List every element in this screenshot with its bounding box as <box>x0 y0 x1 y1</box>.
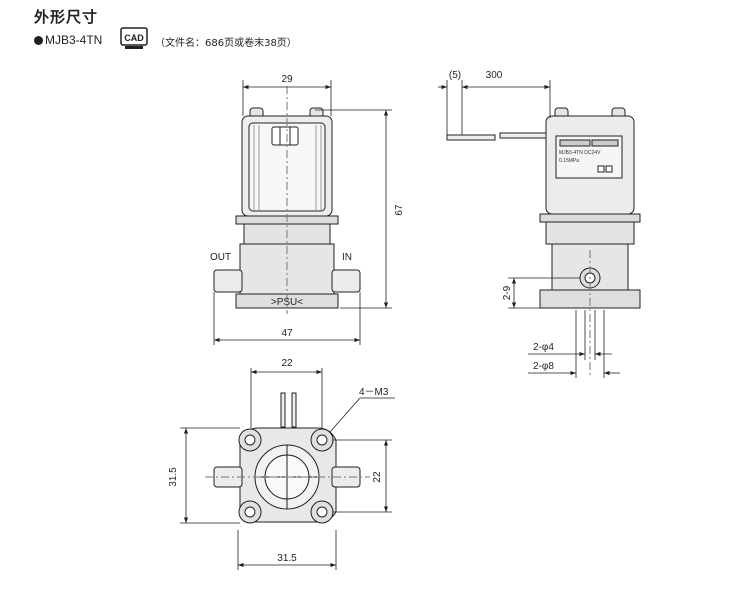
dim-screw: 4－M3 <box>359 387 389 398</box>
front-view <box>213 86 361 314</box>
dim-bottom-left: 31.5 <box>168 467 179 487</box>
side-lead-wire-1 <box>446 134 496 141</box>
dim-bottom-right: 22 <box>372 471 383 483</box>
side-view <box>446 107 641 375</box>
dim-port-height: 2-9 <box>502 285 513 300</box>
cad-icon[interactable]: CAD <box>120 27 148 51</box>
bullet-icon <box>34 36 43 45</box>
front-port-out <box>213 269 243 293</box>
nameplate-line2: 0.15MPa <box>559 158 579 164</box>
cad-file-note: （文件名：686页或卷末38页） <box>155 38 297 49</box>
dim-front-width-top: 29 <box>281 74 293 85</box>
dim-lead-length: 300 <box>486 70 503 81</box>
dim-front-height: 67 <box>394 204 405 216</box>
cad-icon-text: CAD <box>124 33 144 43</box>
dim-front-width-bottom: 47 <box>281 328 293 339</box>
label-in: IN <box>342 252 352 263</box>
dim-port-large: 2-φ8 <box>533 361 554 372</box>
dim-bottom-width: 31.5 <box>277 553 297 564</box>
dim-lead-offset: (5) <box>449 70 461 81</box>
front-port-in <box>331 269 361 293</box>
nameplate-line1: MJB3-4TN DC24V <box>559 150 601 156</box>
model-name: MJB3-4TN <box>45 33 103 47</box>
dim-port-small: 2-φ4 <box>533 342 554 353</box>
label-out: OUT <box>210 252 231 263</box>
front-body-marking: >PSU< <box>271 297 303 308</box>
bottom-view <box>205 392 370 524</box>
model-label: MJB3-4TN <box>34 33 102 47</box>
side-lead-wire-2 <box>499 132 549 139</box>
dim-bottom-top: 22 <box>281 358 293 369</box>
page-title: 外形尺寸 <box>34 8 99 26</box>
